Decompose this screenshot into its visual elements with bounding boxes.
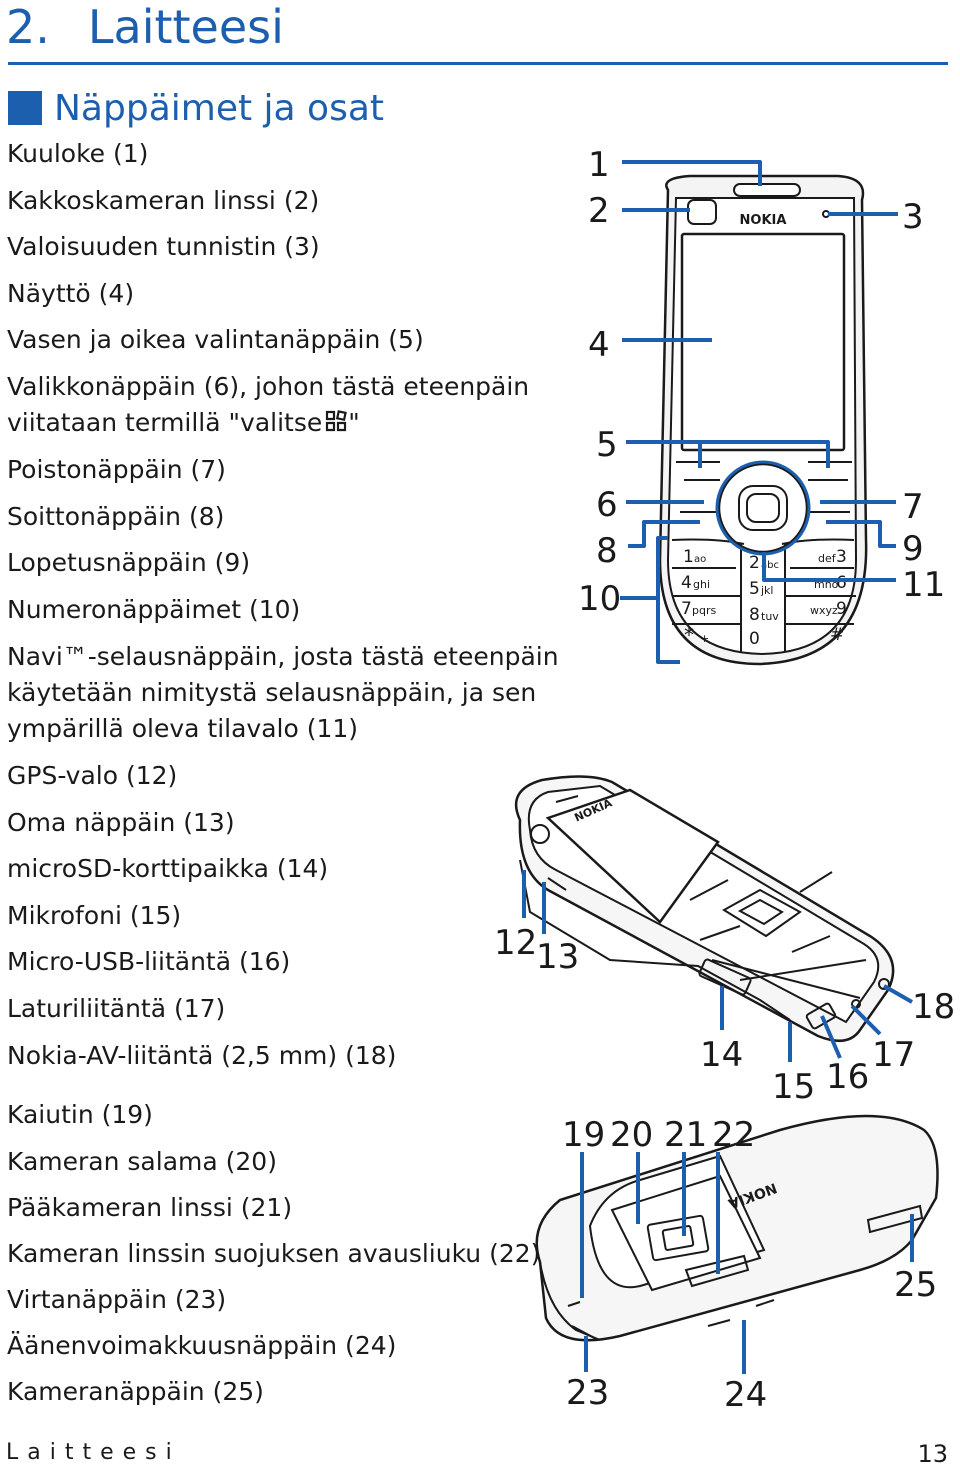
callout-24: 24: [724, 1375, 767, 1415]
callout-7: 7: [902, 487, 924, 527]
key-hash: #: [830, 625, 844, 645]
key-9: 9: [836, 599, 847, 619]
key-4-letters: ghi: [693, 578, 710, 591]
phone-side-illustration: NOKIA: [514, 775, 895, 1043]
key-5-letters: jkl: [760, 584, 773, 597]
callout-numbers: 1 2 3 4 5 6 7 8 9 10 11 12 13 14 15 16 1…: [494, 145, 955, 1415]
key-8-letters: tuv: [761, 610, 779, 623]
key-7-letters: pqrs: [692, 604, 716, 617]
callout-23: 23: [566, 1373, 609, 1413]
callout-8: 8: [596, 531, 618, 571]
list-item-quote: ": [348, 408, 360, 437]
callout-2: 2: [588, 191, 610, 231]
callout-13: 13: [536, 937, 579, 977]
list-item: GPS-valo (12): [7, 761, 178, 790]
key-star: *: [684, 623, 694, 647]
key-3-letters: def: [818, 552, 837, 565]
list-item: Äänenvoimakkuusnäppäin (24): [7, 1331, 397, 1360]
heading-rule: [8, 62, 948, 65]
key-9-letters: wxyz: [810, 604, 838, 617]
side-callout-lines: [522, 870, 913, 1062]
list-item: Näyttö (4): [7, 279, 135, 308]
chapter-heading: 2. Laitteesi: [6, 0, 284, 54]
list-item: Soittonäppäin (8): [7, 502, 225, 531]
list-item: Nokia-AV-liitäntä (2,5 mm) (18): [7, 1041, 397, 1070]
key-2-letters: abc: [761, 560, 779, 571]
list-item: Navi™-selausnäppäin, josta tästä eteenpä…: [7, 642, 559, 671]
list-item: ympärillä oleva tilavalo (11): [7, 714, 359, 743]
list-item-text: viitataan termillä "valitse: [7, 408, 323, 437]
menu-key-icon: [326, 410, 348, 432]
key-3: 3: [836, 547, 847, 567]
footer-section-name: Laitteesi: [6, 1440, 181, 1465]
callout-12: 12: [494, 923, 537, 963]
chapter-title: Laitteesi: [87, 0, 284, 54]
page-number: 13: [917, 1440, 948, 1468]
callout-9: 9: [902, 529, 924, 569]
callout-3: 3: [902, 197, 924, 237]
list-item: Pääkameran linssi (21): [7, 1193, 293, 1222]
list-item: Kakkoskameran linssi (2): [7, 186, 320, 215]
list-item: Laturiliitäntä (17): [7, 994, 226, 1023]
callout-21: 21: [664, 1115, 707, 1155]
key-5: 5: [749, 579, 760, 599]
key-6: 6: [836, 573, 847, 593]
list-item: viitataan termillä "valitse ": [7, 405, 360, 440]
list-item: Kameran linssin suojuksen avausliuku (22…: [7, 1239, 541, 1268]
key-8: 8: [749, 605, 760, 625]
key-7: 7: [681, 599, 692, 619]
section-title: Näppäimet ja osat: [54, 87, 384, 129]
callout-20: 20: [610, 1115, 653, 1155]
brand-label: NOKIA: [740, 213, 787, 228]
section-heading: Näppäimet ja osat: [8, 84, 384, 132]
key-4: 4: [681, 573, 692, 593]
list-item: Micro-USB-liitäntä (16): [7, 947, 291, 976]
callout-5: 5: [596, 425, 618, 465]
list-item: Lopetusnäppäin (9): [7, 548, 251, 577]
phone-back-illustration: NOKIA: [535, 1114, 939, 1342]
key-2: 2: [749, 553, 760, 573]
list-item: Kuuloke (1): [7, 139, 149, 168]
callout-17: 17: [872, 1035, 915, 1075]
callout-22: 22: [712, 1115, 755, 1155]
callout-19: 19: [562, 1115, 605, 1155]
callout-18: 18: [912, 987, 955, 1027]
callout-11: 11: [902, 565, 945, 605]
list-item: Valikkonäppäin (6), johon tästä eteenpäi…: [7, 372, 530, 401]
list-item: Valoisuuden tunnistin (3): [7, 232, 320, 261]
callout-4: 4: [588, 325, 610, 365]
list-item: Kameran salama (20): [7, 1147, 277, 1176]
list-item: Kameranäppäin (25): [7, 1377, 264, 1406]
phone-front-illustration: NOKIA 1 ao 2 abc def 3 4 ghi 5 jkl mno 6…: [658, 174, 868, 666]
list-item: Kaiutin (19): [7, 1100, 153, 1129]
list-item: Poistonäppäin (7): [7, 455, 226, 484]
callout-10: 10: [578, 579, 621, 619]
callout-16: 16: [826, 1057, 869, 1097]
callout-14: 14: [700, 1035, 743, 1075]
list-item: Virtanäppäin (23): [7, 1285, 227, 1314]
callout-25: 25: [894, 1265, 937, 1305]
key-1: 1: [683, 547, 694, 567]
chapter-number: 2.: [6, 0, 50, 54]
list-item: Oma näppäin (13): [7, 808, 235, 837]
section-square-icon: [8, 91, 42, 125]
front-callout-lines: [620, 160, 898, 664]
key-1-letters: ao: [694, 554, 706, 565]
list-item: Mikrofoni (15): [7, 901, 182, 930]
list-item: käytetään nimitystä selausnäppäin, ja se…: [7, 678, 537, 707]
callout-1: 1: [588, 145, 610, 185]
list-item: Vasen ja oikea valintanäppäin (5): [7, 325, 424, 354]
key-star-letters: +: [700, 632, 709, 645]
key-0: 0: [749, 629, 760, 649]
list-item: microSD-korttipaikka (14): [7, 854, 329, 883]
list-item: Numeronäppäimet (10): [7, 595, 301, 624]
back-callout-lines: [580, 1152, 914, 1374]
callout-15: 15: [772, 1067, 815, 1107]
callout-6: 6: [596, 485, 618, 525]
